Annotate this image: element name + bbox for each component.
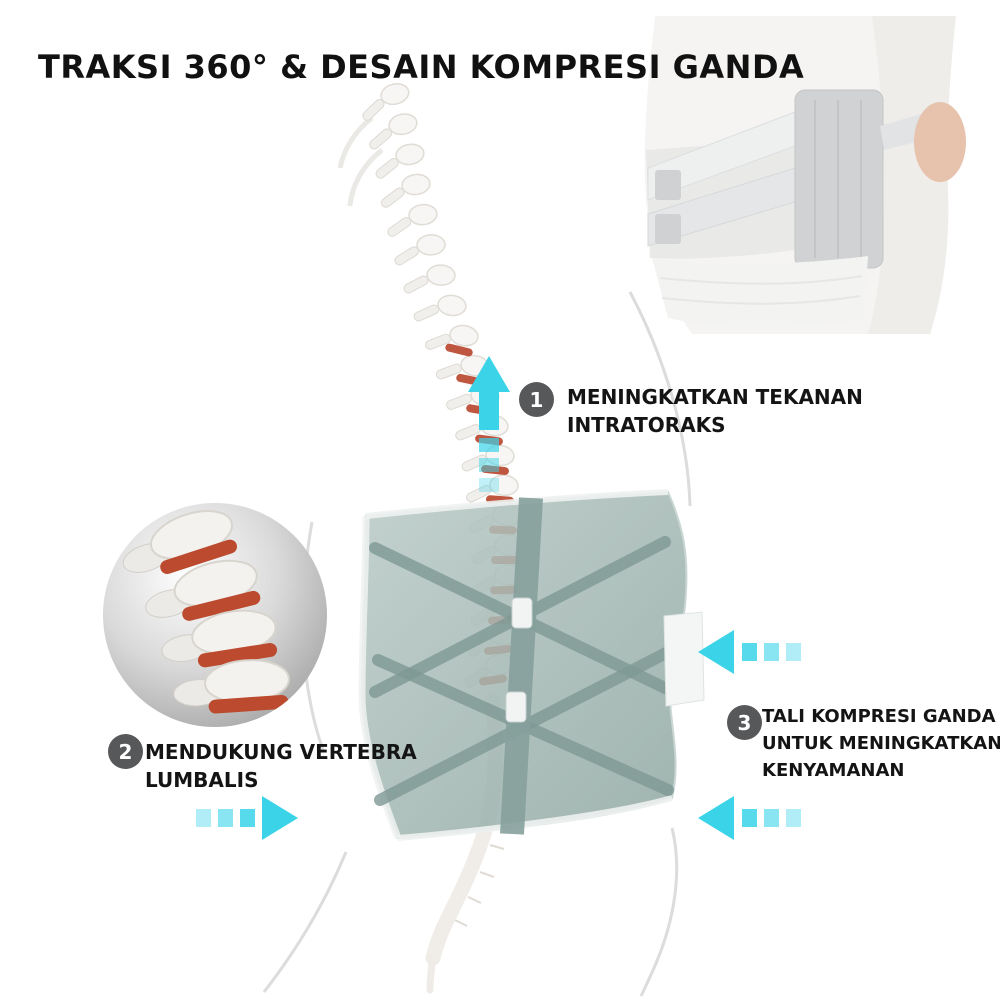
right-arrow-icon [196, 796, 298, 840]
step-number-3: 3 [737, 710, 752, 735]
arrow-annotations [196, 356, 801, 840]
up-arrow-icon [468, 356, 510, 492]
annotation-double-compression: TALI KOMPRESI GANDA UNTUK MENINGKATKAN K… [762, 703, 1000, 784]
buckle-bottom [505, 691, 527, 723]
brace-illustration [358, 489, 705, 841]
step-badge-3: 3 [727, 705, 762, 740]
annotation-compression-line3: KENYAMANAN [762, 760, 905, 781]
side-pull-strap [663, 611, 705, 707]
step-badge-2: 2 [108, 734, 143, 769]
step-number-2: 2 [118, 739, 133, 764]
annotation-lumbar-line1: MENDUKUNG VERTEBRA [145, 740, 417, 764]
annotation-lumbar-line2: LUMBALIS [145, 768, 259, 793]
center-strap [500, 497, 543, 835]
left-arrow-icon-top [698, 630, 801, 674]
annotation-lumbar-support: MENDUKUNG VERTEBRA LUMBALIS [145, 738, 417, 795]
left-arrow-icon-bottom [698, 796, 801, 840]
annotation-intrathoracic: MENINGKATKAN TEKANAN INTRATORAKS [567, 383, 863, 440]
step-number-1: 1 [529, 387, 544, 412]
annotation-intrathoracic-line2: INTRATORAKS [567, 413, 726, 438]
hand [914, 102, 966, 182]
product-photo [644, 16, 966, 334]
annotation-compression-line2: UNTUK MENINGKATKAN [762, 733, 1000, 754]
page-title: TRAKSI 360° & DESAIN KOMPRESI GANDA [38, 48, 805, 86]
buckle-top [511, 597, 533, 629]
annotation-compression-line1: TALI KOMPRESI GANDA [762, 706, 996, 727]
step-badge-1: 1 [519, 382, 554, 417]
annotation-intrathoracic-line1: MENINGKATKAN TEKANAN [567, 385, 863, 409]
vertebrae-inset [103, 503, 327, 727]
